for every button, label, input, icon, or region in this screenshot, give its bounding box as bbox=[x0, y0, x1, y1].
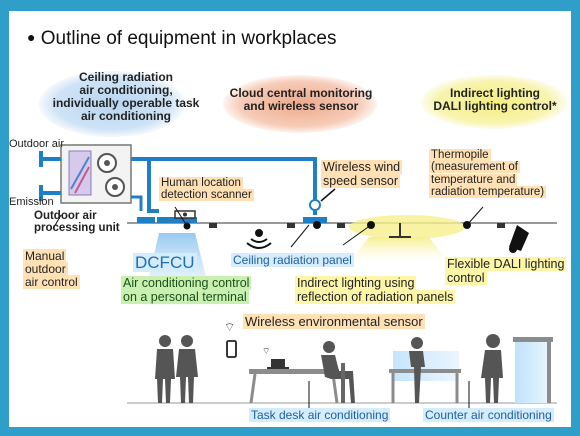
processing-line-2: processing unit bbox=[34, 222, 120, 235]
sensor-dot bbox=[313, 221, 321, 229]
processing-unit-label: Outdoor air processing unit bbox=[34, 210, 120, 235]
ceiling-device bbox=[209, 223, 217, 228]
wind-line-2: speed sensor bbox=[321, 173, 401, 188]
ceiling-panel-label: Ceiling radiation panel bbox=[231, 253, 354, 267]
counter bbox=[513, 337, 553, 342]
ceiling-device bbox=[287, 223, 295, 228]
dali-line-2: control bbox=[445, 270, 487, 285]
indirect-line-2: reflection of radiation panels bbox=[295, 289, 456, 304]
scanner-line-1: Human location bbox=[159, 177, 243, 189]
indirect-lighting-label: Indirect lighting using reflection of ra… bbox=[295, 276, 456, 304]
thermo-line-4: radiation temperature) bbox=[429, 186, 547, 199]
ceiling-device bbox=[337, 223, 345, 228]
lighting-group-label: Indirect lighting DALI lighting control* bbox=[419, 87, 571, 113]
wind-line-1: Wireless wind bbox=[321, 160, 403, 174]
counter-text: Counter air conditioning bbox=[423, 408, 554, 422]
radiation-line-2: air conditioning, bbox=[79, 82, 173, 97]
outdoor-air-label: Outdoor air bbox=[9, 138, 65, 150]
emission-label: Emission bbox=[9, 196, 54, 208]
ceiling-device bbox=[497, 223, 505, 228]
branch-duct bbox=[147, 159, 159, 213]
lighting-line-2: DALI lighting control* bbox=[433, 98, 557, 113]
manual-control-label: Manual outdoor air control bbox=[23, 249, 80, 289]
thermopile-label: Thermopile (measurement of temperature a… bbox=[429, 149, 547, 199]
radiation-line-1: Ceiling radiation bbox=[78, 70, 173, 84]
ceiling-panel-text: Ceiling radiation panel bbox=[231, 253, 354, 267]
wifi-icon: ⌔ bbox=[224, 320, 236, 334]
cloud-ellipse bbox=[223, 75, 377, 133]
personal-line-1: Air conditioning control bbox=[121, 276, 252, 290]
radiation-line-4: air conditioning bbox=[81, 108, 171, 123]
env-sensor-text: Wireless environmental sensor bbox=[243, 314, 425, 329]
bullet-icon: ● bbox=[27, 29, 36, 45]
scanner-line-2: detection scanner bbox=[159, 189, 254, 202]
indirect-light-glow bbox=[351, 237, 447, 261]
lighting-line-1: Indirect lighting bbox=[450, 86, 540, 100]
radiation-line-3: individually operable task bbox=[52, 95, 200, 110]
dcfcu-label: DCFCU bbox=[133, 253, 197, 272]
dcfcu-text: DCFCU bbox=[133, 253, 197, 272]
radiation-group-label: Ceiling radiation air conditioning, indi… bbox=[36, 71, 216, 123]
personal-line-2: on a personal terminal bbox=[121, 289, 249, 304]
dcfcu-unit bbox=[157, 217, 197, 223]
spotlight-icon bbox=[509, 225, 529, 253]
lighting-ellipse bbox=[421, 75, 567, 129]
env-sensor-label: Wireless environmental sensor bbox=[243, 314, 425, 329]
wind-sensor-icon bbox=[309, 199, 321, 211]
title-text: Outline of equipment in workplaces bbox=[40, 28, 337, 49]
phone-icon bbox=[226, 340, 237, 358]
wifi-icon: ⌔ bbox=[262, 346, 271, 356]
title: ● Outline of equipment in workplaces bbox=[27, 28, 337, 50]
cloud-group-label: Cloud central monitoring and wireless se… bbox=[219, 87, 383, 113]
light-fixture-icon bbox=[389, 223, 411, 238]
manual-line-1: Manual bbox=[23, 249, 67, 263]
radiation-ellipse bbox=[39, 71, 185, 137]
counter-label: Counter air conditioning bbox=[423, 408, 554, 422]
person-silhouette-icon bbox=[409, 337, 425, 403]
cloud-line-1: Cloud central monitoring bbox=[229, 86, 373, 100]
processing-line-1: Outdoor air bbox=[34, 210, 97, 222]
dali-label: Flexible DALI lighting control bbox=[445, 257, 567, 285]
thermo-line-2: (measurement of bbox=[429, 161, 520, 174]
indirect-line-1: Indirect lighting using bbox=[295, 276, 417, 290]
task-desk-label: Task desk air conditioning bbox=[249, 408, 391, 422]
counter-cool-air bbox=[515, 341, 549, 403]
cloud-line-2: and wireless sensor bbox=[243, 98, 359, 113]
human-scanner-label: Human location detection scanner bbox=[159, 177, 254, 202]
speaker-wave-icon bbox=[246, 229, 272, 249]
person-silhouette-icon bbox=[155, 335, 198, 403]
wind-sensor-label: Wireless wind speed sensor bbox=[321, 160, 403, 188]
laptop-icon bbox=[271, 359, 285, 368]
personal-ac-label: Air conditioning control on a personal t… bbox=[121, 276, 252, 304]
manual-line-2: outdoor bbox=[23, 261, 68, 276]
panel-glow bbox=[349, 215, 465, 239]
dali-line-1: Flexible DALI lighting bbox=[445, 257, 567, 271]
thermo-line-1: Thermopile bbox=[429, 149, 491, 161]
manual-line-3: air control bbox=[23, 274, 80, 289]
supply-duct bbox=[131, 157, 317, 215]
person-silhouette-icon bbox=[481, 334, 503, 403]
thermo-line-3: temperature and bbox=[429, 173, 518, 186]
person-silhouette-icon bbox=[321, 341, 355, 403]
desk-cool-air bbox=[393, 351, 459, 381]
task-desk-text: Task desk air conditioning bbox=[249, 408, 391, 422]
